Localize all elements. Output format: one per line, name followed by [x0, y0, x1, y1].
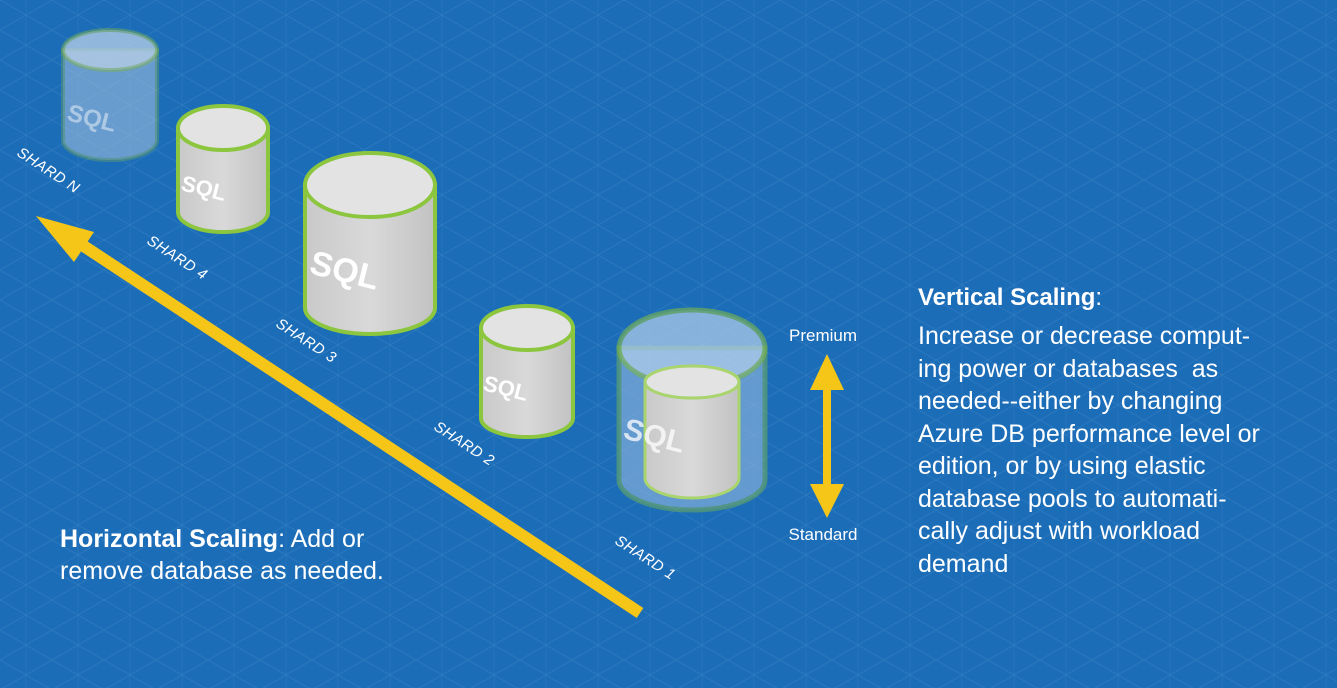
description-line: Increase or decrease comput-: [918, 322, 1251, 350]
database-cylinder-shard-2: SQL: [479, 304, 575, 439]
horizontal-scaling-caption: Horizontal Scaling: Add or remove databa…: [60, 523, 440, 587]
horizontal-scaling-title: Horizontal Scaling: [60, 525, 279, 553]
description-line: needed--either by changing: [918, 387, 1223, 415]
vertical-scaling-colon: :: [1095, 284, 1103, 311]
horizontal-scaling-text: : Add or remove database as needed.: [60, 525, 384, 585]
database-cylinder-shard-4: SQL: [176, 104, 270, 234]
database-cylinder-shard-n: SQL: [61, 28, 159, 162]
vertical-scaling-title: Vertical Scaling: [918, 284, 1096, 311]
horizontal-scaling-arrow: [36, 216, 644, 619]
vertical-scaling-description: Increase or decrease comput- ing power o…: [918, 320, 1318, 580]
description-line: demand: [918, 549, 1009, 578]
database-cylinder-shard-3: SQL: [303, 151, 437, 336]
premium-label: Premium: [789, 326, 857, 345]
description-line: database pools to automati-: [918, 484, 1227, 513]
standard-label: Standard: [789, 525, 858, 544]
vertical-scaling-caption: Vertical Scaling: Increase or decrease c…: [918, 282, 1318, 580]
description-line: cally adjust with workload: [918, 517, 1201, 545]
description-line: edition, or by using elastic: [918, 452, 1206, 480]
description-line: Azure DB performance level or: [918, 419, 1260, 448]
description-line: ing power or databases as: [918, 354, 1219, 383]
database-cylinder-shard-1: SQL: [616, 307, 768, 513]
vertical-scaling-arrow: [810, 354, 844, 518]
